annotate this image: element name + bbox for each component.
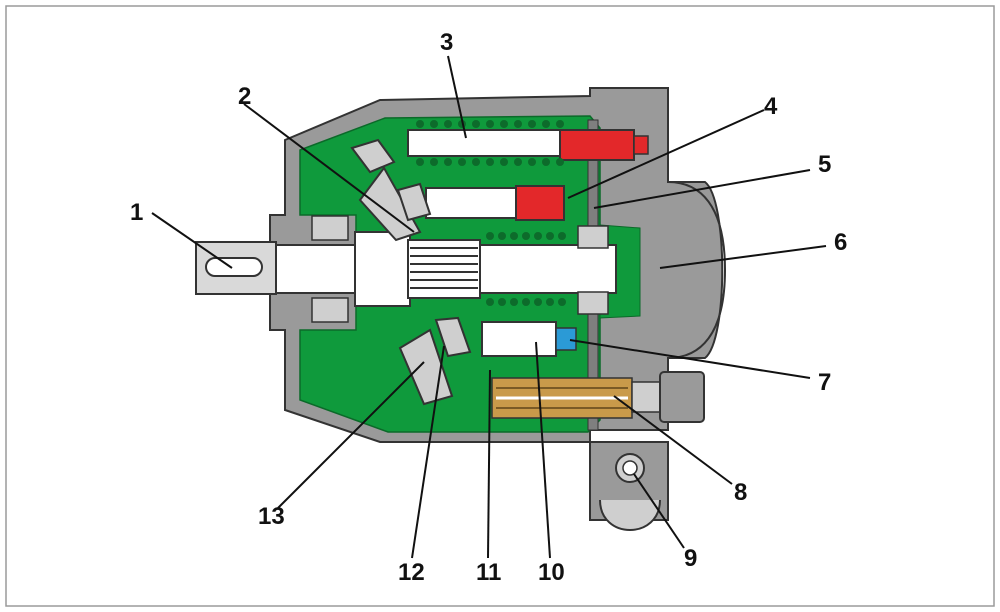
label-8: 8 (734, 479, 747, 506)
label-1: 1 (130, 199, 143, 226)
lower-piston-assembly (434, 316, 577, 358)
top-piston-assembly (350, 120, 649, 174)
shaft-keyway (205, 257, 263, 277)
drain-port (589, 441, 669, 531)
label-2: 2 (238, 83, 251, 110)
front-bearing (311, 215, 349, 323)
label-11: 11 (476, 559, 501, 586)
label-5: 5 (818, 151, 831, 178)
label-4: 4 (764, 93, 778, 120)
adjusting-nut (659, 371, 705, 423)
label-3: 3 (440, 29, 453, 56)
label-13: 13 (258, 503, 285, 530)
shaft-collar (354, 231, 411, 307)
center-spring (486, 232, 566, 306)
rear-bearing (577, 225, 609, 315)
end-cover (667, 181, 727, 359)
leader-lines (151, 55, 827, 559)
label-6: 6 (834, 229, 847, 256)
control-orifice (555, 327, 577, 351)
swashplate (358, 166, 422, 242)
label-9: 9 (684, 545, 697, 572)
high-pressure-bore (515, 185, 565, 221)
upper-piston-assembly (396, 182, 565, 222)
control-rod-assembly (491, 371, 705, 423)
label-7: 7 (818, 369, 831, 396)
high-pressure-piston (559, 129, 635, 161)
spline-section (407, 239, 481, 299)
label-10: 10 (538, 559, 565, 586)
label-12: 12 (398, 559, 425, 586)
